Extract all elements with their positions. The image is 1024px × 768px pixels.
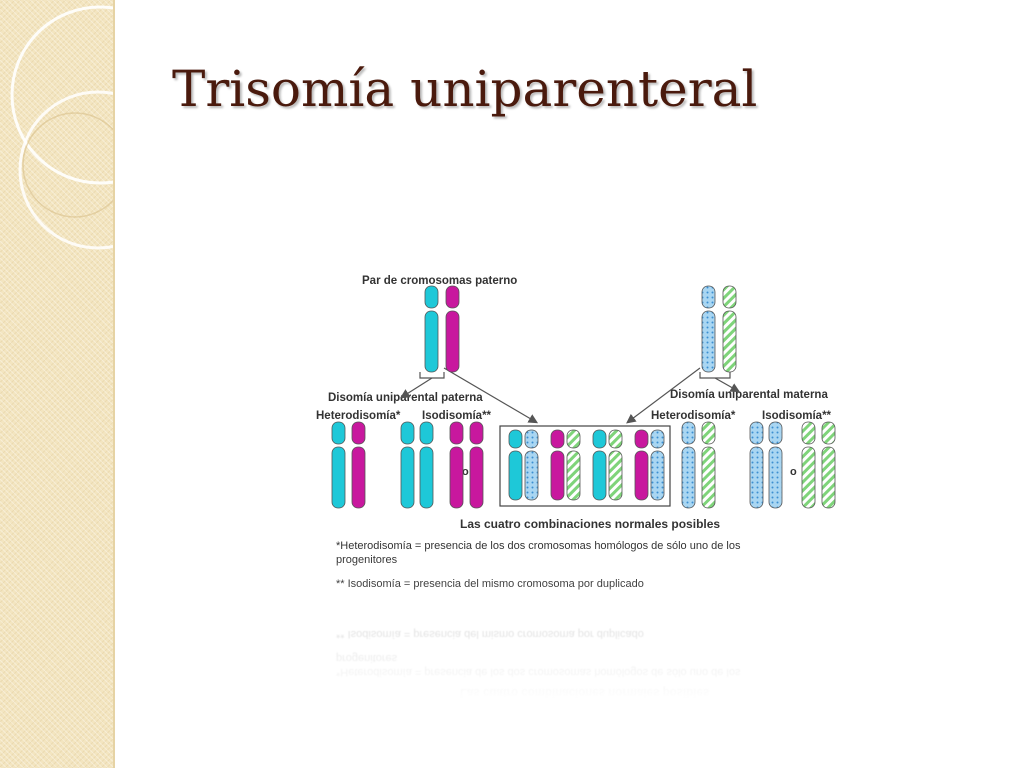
note-isodisomy: ** Isodisomía = presencia del mismo crom… xyxy=(336,578,644,590)
chromosome-mat-iso-a2 xyxy=(768,421,783,509)
arrow-to-maternal-disomy xyxy=(714,377,741,393)
chromosome-mat-hetero-b xyxy=(701,421,716,509)
arrow-to-combinations-right xyxy=(626,367,701,424)
chromosome-maternal-a xyxy=(701,285,716,373)
maternal-heterodisomy-label: Heterodisomía* xyxy=(651,410,736,422)
chromosome-combo2-b xyxy=(566,429,581,501)
chromosome-pat-hetero-a xyxy=(331,421,346,509)
paternal-bracket xyxy=(419,372,445,379)
chromosome-pat-iso-b2 xyxy=(469,421,484,509)
note-heterodisomy-line2: progenitores xyxy=(336,554,398,566)
or-label-right: o xyxy=(790,466,797,478)
maternal-bracket xyxy=(699,372,731,379)
chromosome-combo3-b xyxy=(608,429,623,501)
normal-combinations-label: Las cuatro combinaciones normales posibl… xyxy=(460,517,720,531)
paternal-isodisomy-label: Isodisomía** xyxy=(422,410,492,422)
chromosome-mat-hetero-a xyxy=(681,421,696,509)
normal-combinations-box xyxy=(499,425,671,507)
arrow-to-combinations-left xyxy=(443,367,539,424)
uniparental-disomy-figure: Par de cromosomas paterno Disomía unipar… xyxy=(310,260,850,700)
note-heterodisomy-line1: *Heterodisomía = presencia de los dos cr… xyxy=(336,540,741,552)
chromosome-pat-iso-a1 xyxy=(400,421,415,509)
paternal-disomy-label: Disomía uniparental paterna xyxy=(328,392,483,404)
chromosome-paternal-a xyxy=(424,285,439,373)
chromosome-mat-iso-b1 xyxy=(801,421,816,509)
chromosome-pat-iso-b1 xyxy=(449,421,464,509)
decorative-side-band xyxy=(0,0,115,768)
or-label-left: o xyxy=(462,466,469,478)
chromosome-combo4-b xyxy=(650,429,665,501)
paternal-heterodisomy-label: Heterodisomía* xyxy=(316,410,401,422)
chromosome-paternal-b xyxy=(445,285,460,373)
chromosome-combo1-a xyxy=(508,429,523,501)
chromosome-combo3-a xyxy=(592,429,607,501)
chromosome-mat-iso-a1 xyxy=(749,421,764,509)
chromosome-pat-iso-a2 xyxy=(419,421,434,509)
reflection: Las cuatro combinaciones normales posibl… xyxy=(310,528,850,700)
chromosome-combo1-b xyxy=(524,429,539,501)
decorative-circles xyxy=(10,5,113,250)
disomy-diagram: Par de cromosomas paterno Disomía unipar… xyxy=(316,275,836,590)
maternal-isodisomy-label: Isodisomía** xyxy=(762,410,832,422)
slide-title: Trisomía uniparenteral xyxy=(172,60,758,118)
chromosome-maternal-b xyxy=(722,285,737,373)
chromosome-combo2-a xyxy=(550,429,565,501)
chromosome-combo4-a xyxy=(634,429,649,501)
chromosome-mat-iso-b2 xyxy=(821,421,836,509)
chromosome-group xyxy=(331,285,836,509)
paternal-pair-label: Par de cromosomas paterno xyxy=(362,275,517,287)
chromosome-pat-hetero-b xyxy=(351,421,366,509)
maternal-disomy-label: Disomía uniparental materna xyxy=(670,389,828,401)
arrow-to-paternal-disomy xyxy=(399,377,433,399)
